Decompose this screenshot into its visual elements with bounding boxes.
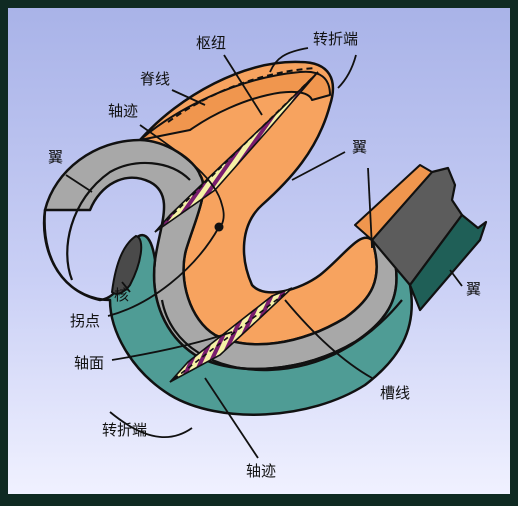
label-axial-trace-lower: 轴迹 [246, 464, 276, 479]
label-axial-trace-upper: 轴迹 [108, 104, 138, 119]
label-axial-plane: 轴面 [74, 356, 104, 371]
label-turning-end-lower: 转折端 [102, 423, 147, 438]
label-limb-center: 翼 [352, 140, 367, 155]
label-trough-line: 槽线 [380, 386, 410, 401]
label-limb-left: 翼 [48, 150, 63, 165]
label-inflection-point: 拐点 [70, 314, 100, 329]
label-crest-line: 脊线 [140, 72, 170, 87]
label-hinge-zone: 枢纽 [196, 36, 226, 51]
label-limb-right: 翼 [466, 282, 481, 297]
label-core: 核 [114, 288, 129, 303]
label-turning-end-upper: 转折端 [313, 32, 358, 47]
